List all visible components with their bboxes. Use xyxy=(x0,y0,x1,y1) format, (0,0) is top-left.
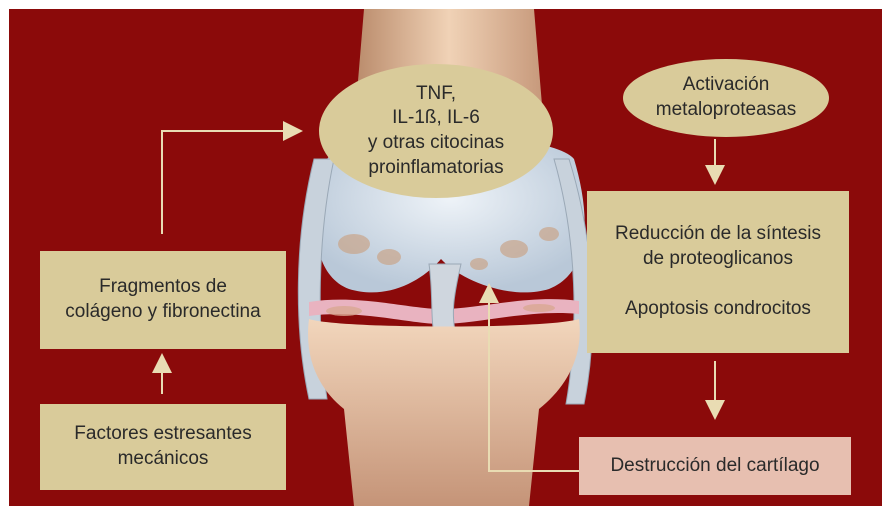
effects-box: Reducción de la síntesis de proteoglican… xyxy=(587,191,849,353)
fragments-line: Fragmentos de xyxy=(99,275,227,300)
cytokines-line: y otras citocinas xyxy=(368,131,504,156)
metalloproteases-line: Activación xyxy=(683,73,770,98)
mechanical-line: mecánicos xyxy=(118,447,209,472)
metalloproteases-line: metaloproteasas xyxy=(656,98,796,123)
fragments-line: colágeno y fibronectina xyxy=(65,300,260,325)
effects-line: Reducción de la síntesis xyxy=(615,222,821,247)
effects-text: Reducción de la síntesis de proteoglican… xyxy=(615,222,821,322)
mechanical-text: Factores estresantes mecánicos xyxy=(74,422,251,471)
cytokines-ellipse: TNF, IL-1ß, IL-6 y otras citocinas proin… xyxy=(319,64,553,198)
cytokines-line: TNF, xyxy=(416,82,456,107)
effects-line: de proteoglicanos xyxy=(643,247,793,272)
arrow-fragments-to-cytokines xyxy=(162,131,297,234)
metalloproteases-text: Activación metaloproteasas xyxy=(656,73,796,122)
cytokines-line: IL-1ß, IL-6 xyxy=(392,106,480,131)
metalloproteases-ellipse: Activación metaloproteasas xyxy=(623,59,829,137)
tibia-shape xyxy=(308,319,580,506)
destruction-label: Destrucción del cartílago xyxy=(610,454,819,479)
diagram-panel: TNF, IL-1ß, IL-6 y otras citocinas proin… xyxy=(9,9,882,506)
cytokines-line: proinflamatorias xyxy=(368,156,503,181)
cytokines-text: TNF, IL-1ß, IL-6 y otras citocinas proin… xyxy=(368,82,504,181)
mechanical-line: Factores estresantes xyxy=(74,422,251,447)
effects-line: Apoptosis condrocitos xyxy=(625,297,811,322)
destruction-box: Destrucción del cartílago xyxy=(579,437,851,495)
fragments-text: Fragmentos de colágeno y fibronectina xyxy=(65,275,260,324)
fragments-box: Fragmentos de colágeno y fibronectina xyxy=(40,251,286,349)
mechanical-box: Factores estresantes mecánicos xyxy=(40,404,286,490)
